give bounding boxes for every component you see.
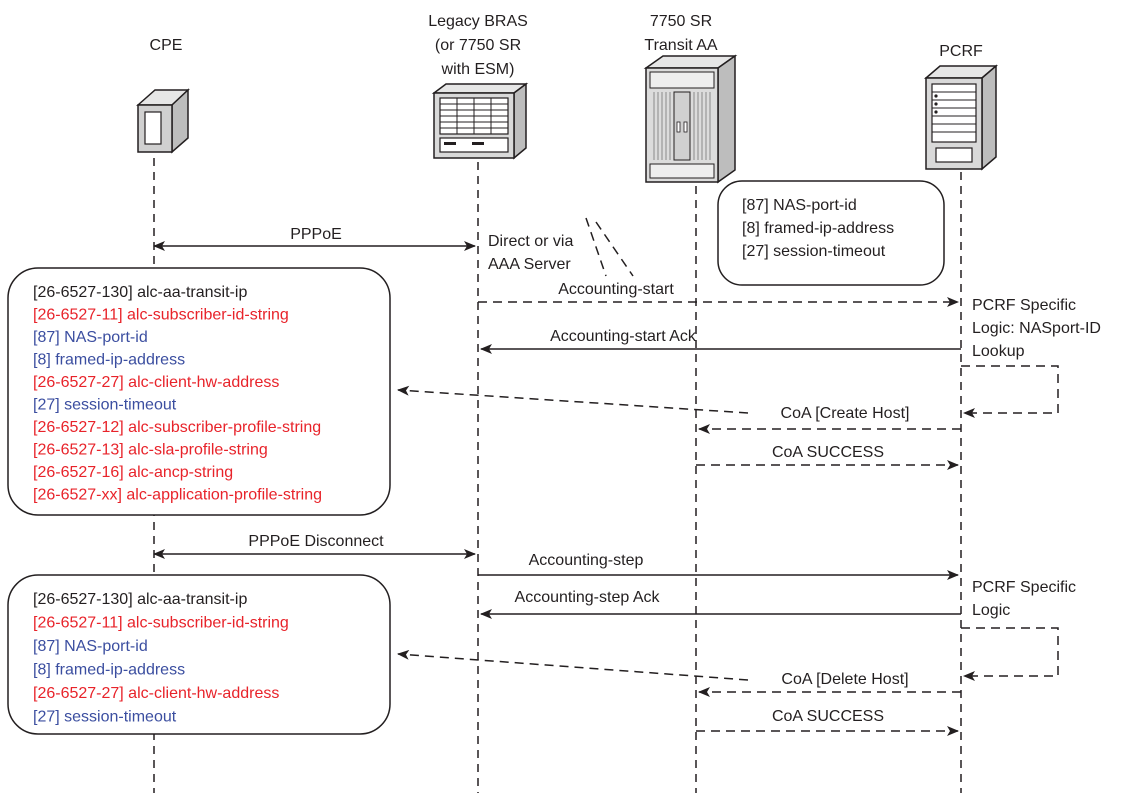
attribute-line: [87] NAS-port-id — [33, 329, 148, 346]
coa-delete-attributes-box — [7, 574, 391, 735]
coa-create-attribute-list: [26-6527-130] alc-aa-transit-ip [26-6527-… — [33, 284, 322, 504]
attribute-line: [8] framed-ip-address — [33, 662, 185, 679]
bras-label-line3: with ESM) — [441, 61, 515, 78]
attribute-line: [26-6527-xx] alc-application-profile-str… — [33, 487, 322, 504]
pcrf-logic-label: Lookup — [972, 343, 1025, 360]
pcrf-server-icon — [923, 64, 999, 171]
attribute-line: [27] session-timeout — [33, 397, 177, 414]
aaa-break-mark — [585, 217, 634, 277]
pcrf-self-loop — [961, 627, 1059, 681]
attribute-line: [26-6527-12] alc-subscriber-profile-stri… — [33, 419, 321, 436]
accounting-step-label: Accounting-step — [529, 552, 644, 569]
attribute-line: [26-6527-130] alc-aa-transit-ip — [33, 591, 247, 608]
coa-create-to-box-arrow — [397, 385, 749, 414]
attribute-line: [26-6527-27] alc-client-hw-address — [33, 374, 279, 391]
transit-label-line1: 7750 SR — [650, 13, 712, 30]
note-line: [87] NAS-port-id — [742, 197, 857, 214]
bras-label-line1: Legacy BRAS — [428, 13, 528, 30]
attribute-line: [26-6527-13] alc-sla-profile-string — [33, 442, 268, 459]
attribute-line: [27] session-timeout — [33, 709, 177, 726]
attribute-line: [87] NAS-port-id — [33, 638, 148, 655]
accounting-step-ack-label: Accounting-step Ack — [515, 589, 661, 606]
bras-label-line2: (or 7750 SR — [435, 37, 521, 54]
attribute-line: [26-6527-130] alc-aa-transit-ip — [33, 284, 247, 301]
pcrf-attributes-note — [717, 180, 945, 286]
accounting-start-label: Accounting-start — [558, 281, 674, 298]
bras-device-icon — [431, 82, 529, 160]
coa-success-label: CoA SUCCESS — [772, 444, 884, 461]
transit-router-icon — [643, 54, 738, 184]
pcrf-logic-label: PCRF Specific — [972, 297, 1076, 314]
cpe-device-icon — [136, 88, 190, 154]
coa-success-label: CoA SUCCESS — [772, 708, 884, 725]
coa-create-attributes-box — [7, 267, 391, 516]
direct-via-label: AAA Server — [488, 256, 571, 273]
pcrf-label: PCRF — [939, 43, 983, 60]
attribute-line: [26-6527-11] alc-subscriber-id-string — [33, 307, 289, 324]
attribute-line: [8] framed-ip-address — [33, 352, 185, 369]
attribute-line: [26-6527-27] alc-client-hw-address — [33, 685, 279, 702]
coa-create-label: CoA [Create Host] — [781, 405, 910, 422]
pcrf-logic-label: Logic: NASport-ID — [972, 320, 1101, 337]
transit-label-line2: Transit AA — [644, 37, 718, 54]
pppoe-label: PPPoE — [290, 226, 342, 243]
attribute-line: [26-6527-16] alc-ancp-string — [33, 464, 233, 481]
direct-via-label: Direct or via — [488, 233, 573, 250]
coa-delete-attribute-list: [26-6527-130] alc-aa-transit-ip [26-6527-… — [33, 591, 289, 726]
pcrf-logic-label: Logic — [972, 602, 1010, 619]
cpe-label: CPE — [150, 37, 183, 54]
pcrf-self-loop — [961, 365, 1059, 418]
attribute-line: [26-6527-11] alc-subscriber-id-string — [33, 615, 289, 632]
pppoe-disconnect-label: PPPoE Disconnect — [248, 533, 384, 550]
coa-delete-label: CoA [Delete Host] — [781, 671, 908, 688]
pcrf-logic-label: PCRF Specific — [972, 579, 1076, 596]
coa-delete-to-box-arrow — [397, 649, 749, 681]
note-line: [27] session-timeout — [742, 243, 886, 260]
accounting-start-ack-label: Accounting-start Ack — [550, 328, 697, 345]
note-line: [8] framed-ip-address — [742, 220, 894, 237]
